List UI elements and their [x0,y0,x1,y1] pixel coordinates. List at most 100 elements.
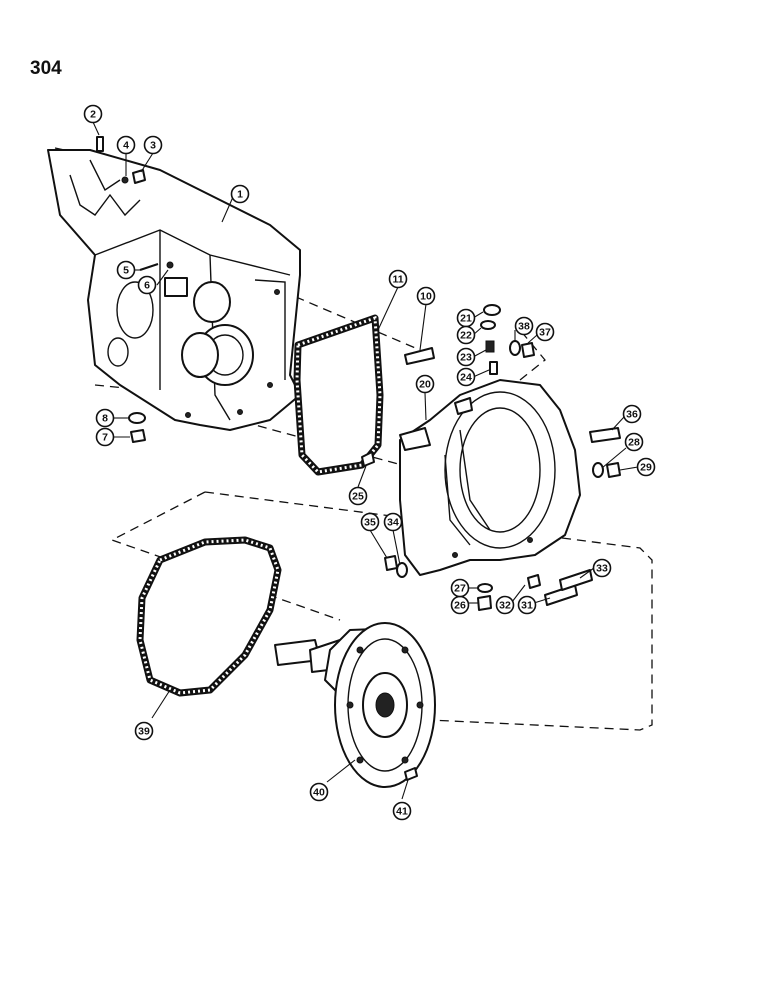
callout-circle [456,325,476,345]
leader-lines [92,121,639,800]
rear-gasket [293,314,384,476]
callout-label: 32 [499,600,511,612]
plug-26 [477,595,492,611]
screw-41 [404,767,418,781]
callout-label: 33 [596,563,608,575]
nut-32 [527,574,541,589]
washer-27 [477,583,493,593]
callout-label: 24 [460,372,472,384]
fitting-23 [485,340,495,353]
washer-4 [121,176,129,184]
callout-circle [143,135,163,155]
callout-40: 40 [309,782,329,802]
callout-32: 32 [495,595,515,615]
callout-28: 28 [624,432,644,452]
callout-38: 38 [514,316,534,336]
callout-label: 37 [539,327,551,339]
callout-circle [622,404,642,424]
callout-4: 4 [116,135,136,155]
clutch-assembly [274,622,436,788]
pin-6 [166,261,174,269]
washer-38 [509,340,521,356]
callout-20: 20 [415,374,435,394]
callout-1: 1 [230,184,250,204]
callout-34: 34 [383,512,403,532]
callout-31: 31 [517,595,537,615]
callout-26: 26 [450,595,470,615]
callout-label: 26 [454,600,466,612]
callout-circle [456,347,476,367]
callout-circle [495,595,515,615]
callout-label: 22 [460,330,472,342]
callout-circle [348,486,368,506]
nut-7 [130,429,146,443]
clutch-housing [399,379,581,576]
screw-5 [139,263,159,271]
callout-circle [134,721,154,741]
callout-2: 2 [83,104,103,124]
callout-circle [456,367,476,387]
callout-circle [624,432,644,452]
page-number: 304 [30,58,62,79]
callout-circle [517,595,537,615]
callout-label: 1 [237,189,243,201]
callout-group: 1234567810112021222324252627282931323334… [83,104,656,821]
callout-label: 36 [626,409,638,421]
callout-10: 10 [416,286,436,306]
callout-label: 2 [90,109,96,121]
transmission-housing [47,149,301,431]
callout-label: 6 [144,280,150,292]
callout-8: 8 [95,408,115,428]
callout-label: 20 [419,379,431,391]
dowel-pin-2 [96,136,104,152]
callout-label: 3 [150,140,156,152]
callout-label: 31 [521,600,533,612]
callout-label: 29 [640,462,652,474]
callout-circle [95,408,115,428]
nut-29 [606,462,621,478]
callout-3: 3 [143,135,163,155]
clutch-gasket [136,536,282,697]
callout-7: 7 [95,427,115,447]
callout-circle [392,801,412,821]
callout-24: 24 [456,367,476,387]
bolt-36 [589,427,621,443]
callout-label: 21 [460,313,472,325]
callout-21: 21 [456,308,476,328]
callout-circle [116,260,136,280]
callout-label: 39 [138,726,150,738]
callout-label: 23 [460,352,472,364]
washer-34 [396,562,408,578]
callout-41: 41 [392,801,412,821]
callout-label: 10 [420,291,432,303]
callout-23: 23 [456,347,476,367]
callout-circle [388,269,408,289]
callout-11: 11 [388,269,408,289]
callout-label: 4 [123,140,129,152]
callout-circle [415,374,435,394]
callout-5: 5 [116,260,136,280]
callout-label: 11 [392,274,403,286]
callout-label: 27 [454,583,466,595]
callout-circle [450,578,470,598]
callout-label: 7 [102,432,108,444]
callout-circle [309,782,329,802]
callout-label: 8 [102,413,108,425]
callout-27: 27 [450,578,470,598]
callout-label: 5 [123,265,129,277]
callout-25: 25 [348,486,368,506]
callout-29: 29 [636,457,656,477]
callout-circle [535,322,555,342]
callout-circle [83,104,103,124]
callout-39: 39 [134,721,154,741]
plug-21 [483,304,501,316]
callout-label: 40 [313,787,325,799]
callout-33: 33 [592,558,612,578]
callout-circle [514,316,534,336]
callout-circle [137,275,157,295]
stud-10 [404,347,435,365]
callout-22: 22 [456,325,476,345]
callout-label: 28 [628,437,640,449]
callout-circle [383,512,403,532]
